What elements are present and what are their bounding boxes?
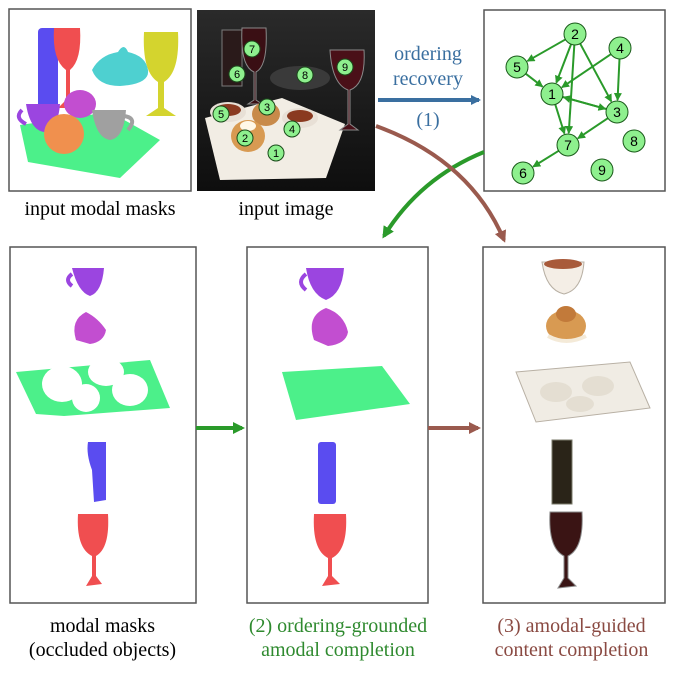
photo-label-text: 6 bbox=[234, 69, 240, 81]
graph-edge-4-3 bbox=[613, 58, 622, 102]
graph-edge-1-7 bbox=[554, 104, 567, 135]
ordering-recovery-line1: ordering bbox=[394, 43, 462, 65]
graph-to-amodal-arrow bbox=[382, 150, 485, 239]
ordering-recovery-label: ordering recovery bbox=[378, 42, 478, 92]
photo-label-text: 5 bbox=[218, 109, 224, 121]
photo-label-circle bbox=[228, 65, 246, 83]
photo-label-text: 9 bbox=[342, 62, 348, 74]
photo-label-circle bbox=[243, 40, 261, 58]
photo-label-2: 2 bbox=[236, 129, 254, 147]
graph-node-circle bbox=[556, 133, 580, 157]
graph-edge-2-7 bbox=[565, 44, 576, 135]
ordering-step-label: (1) bbox=[416, 109, 440, 131]
photo-label-circle bbox=[283, 120, 301, 138]
modal-masks-line2: (occluded objects) bbox=[28, 639, 177, 661]
graph-node-9: 9 bbox=[590, 158, 614, 182]
graph-node-2: 2 bbox=[563, 22, 587, 46]
graph-edge-7-6 bbox=[532, 149, 560, 168]
modal-masks-caption: modal masks (occluded objects) bbox=[0, 614, 205, 662]
amodal-completion-line1: (2) ordering-grounded bbox=[248, 615, 428, 637]
photo-object-labels: 1 2 3 4 5 6 7 8 9 bbox=[212, 40, 354, 162]
photo-label-circle bbox=[258, 98, 276, 116]
photo-label-text: 8 bbox=[302, 70, 308, 82]
graph-node-label: 9 bbox=[598, 162, 606, 178]
graph-edge-4-1 bbox=[561, 53, 612, 89]
content-completion-caption: (3) amodal-guided content completion bbox=[468, 614, 675, 662]
graph-node-1: 1 bbox=[540, 82, 564, 106]
graph-edge-3-1 bbox=[562, 95, 607, 111]
modal-masks-panel bbox=[9, 246, 197, 604]
photo-label-text: 1 bbox=[273, 148, 279, 160]
input-image-caption: input image bbox=[238, 198, 334, 220]
amodal-completion-caption: (2) ordering-grounded amodal completion bbox=[220, 614, 456, 662]
graph-edge-2-1 bbox=[555, 43, 572, 84]
content-completion-line1: (3) amodal-guided bbox=[497, 615, 646, 637]
graph-node-label: 1 bbox=[548, 86, 556, 102]
graph-node-label: 6 bbox=[519, 165, 527, 181]
graph-node-7: 7 bbox=[556, 133, 580, 157]
photo-label-8: 8 bbox=[296, 66, 314, 84]
amodal-completion-line2: amodal completion bbox=[261, 639, 415, 661]
ordering-recovery-line2: recovery bbox=[393, 68, 463, 90]
graph-edge-5-1 bbox=[525, 72, 544, 88]
photo-label-text: 7 bbox=[249, 44, 255, 56]
photo-label-text: 3 bbox=[264, 102, 270, 114]
photo-label-text: 4 bbox=[289, 124, 295, 136]
content-completion-panel bbox=[482, 246, 666, 604]
ordering-graph-panel: 1 2 3 4 5 6 7 8 9 bbox=[483, 9, 666, 192]
image-to-content-arrow bbox=[375, 124, 506, 243]
photo-label-circle bbox=[267, 144, 285, 162]
graph-node-label: 4 bbox=[616, 40, 624, 56]
content-completion-line2: content completion bbox=[494, 639, 649, 661]
modal-masks-line1: modal masks bbox=[50, 615, 155, 637]
graph-node-label: 8 bbox=[630, 133, 638, 149]
photo-label-text: 2 bbox=[242, 133, 248, 145]
graph-edges bbox=[525, 38, 622, 168]
input-modal-masks-panel bbox=[8, 8, 192, 192]
graph-node-circle bbox=[590, 158, 614, 182]
photo-label-circle bbox=[296, 66, 314, 84]
input-image-panel bbox=[197, 10, 375, 191]
photo-label-circle bbox=[236, 129, 254, 147]
graph-node-circle bbox=[608, 36, 632, 60]
photo-label-1: 1 bbox=[267, 144, 285, 162]
graph-node-6: 6 bbox=[511, 161, 535, 185]
graph-node-label: 7 bbox=[564, 137, 572, 153]
graph-node-circle bbox=[605, 100, 629, 124]
photo-label-circle bbox=[212, 105, 230, 123]
graph-nodes: 1 2 3 4 5 6 7 8 9 bbox=[505, 22, 646, 185]
graph-edge-2-5 bbox=[526, 38, 566, 62]
input-modal-masks-caption: input modal masks bbox=[24, 198, 176, 220]
graph-node-label: 5 bbox=[513, 59, 521, 75]
photo-label-6: 6 bbox=[228, 65, 246, 83]
graph-node-4: 4 bbox=[608, 36, 632, 60]
graph-node-circle bbox=[563, 22, 587, 46]
graph-edge-2-3 bbox=[579, 43, 613, 103]
photo-label-3: 3 bbox=[258, 98, 276, 116]
graph-node-label: 2 bbox=[571, 26, 579, 42]
amodal-completion-panel bbox=[246, 246, 429, 604]
photo-label-9: 9 bbox=[336, 58, 354, 76]
graph-node-3: 3 bbox=[605, 100, 629, 124]
photo-label-circle bbox=[336, 58, 354, 76]
graph-edge-3-7 bbox=[577, 117, 609, 140]
photo-label-4: 4 bbox=[283, 120, 301, 138]
graph-node-5: 5 bbox=[505, 55, 529, 79]
photo-label-7: 7 bbox=[243, 40, 261, 58]
graph-node-label: 3 bbox=[613, 104, 621, 120]
graph-node-circle bbox=[505, 55, 529, 79]
photo-label-5: 5 bbox=[212, 105, 230, 123]
graph-node-8: 8 bbox=[622, 129, 646, 153]
graph-node-circle bbox=[540, 82, 564, 106]
graph-node-circle bbox=[622, 129, 646, 153]
graph-node-circle bbox=[511, 161, 535, 185]
